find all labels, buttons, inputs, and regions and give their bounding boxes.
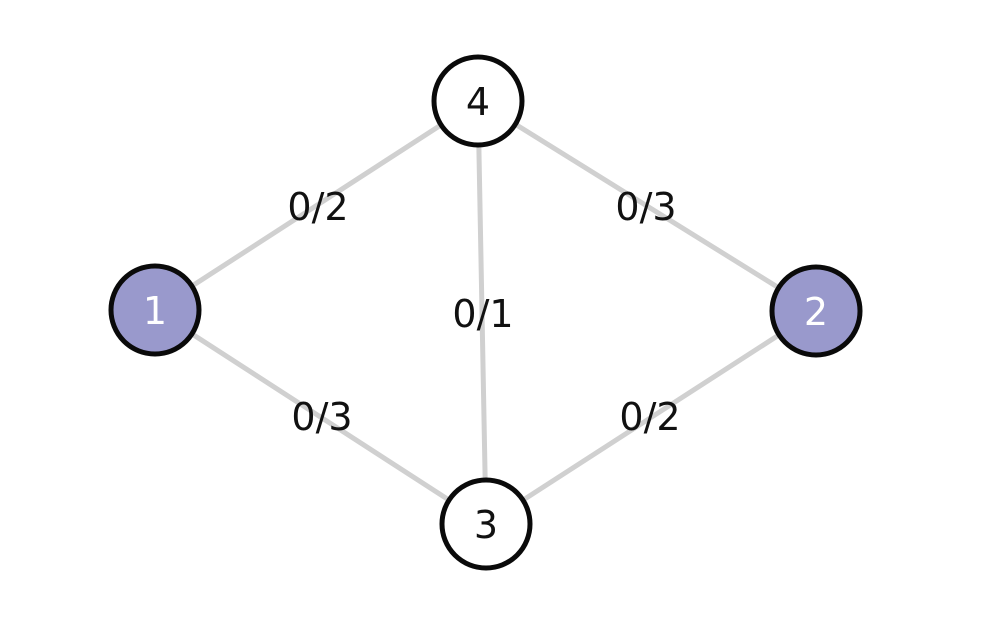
node-circle-1 xyxy=(108,263,202,357)
node-label-1: 1 xyxy=(143,289,167,333)
edge-label-4-2: 0/3 xyxy=(615,185,676,229)
node-2: 2 xyxy=(769,264,863,358)
node-circle-4 xyxy=(431,54,525,148)
node-label-2: 2 xyxy=(804,290,828,334)
node-3: 3 xyxy=(439,477,533,571)
edge-label-4-3: 0/1 xyxy=(452,292,513,336)
edge-4-3 xyxy=(475,98,489,527)
edge-label-1-3: 0/3 xyxy=(291,395,352,439)
edge-labels-layer: 0/2 0/3 0/1 0/3 0/2 xyxy=(287,185,680,439)
node-circle-3 xyxy=(439,477,533,571)
edge-1-4 xyxy=(152,98,481,313)
node-label-4: 4 xyxy=(466,80,490,124)
edge-3-2 xyxy=(483,308,819,527)
edge-label-3-2: 0/2 xyxy=(619,395,680,439)
node-1: 1 xyxy=(108,263,202,357)
node-label-3: 3 xyxy=(474,503,498,547)
node-circle-2 xyxy=(769,264,863,358)
edge-label-1-4: 0/2 xyxy=(287,185,348,229)
edges-layer xyxy=(152,98,819,527)
nodes-layer: 1 2 3 4 xyxy=(108,54,863,571)
edge-1-3 xyxy=(152,307,489,527)
node-4: 4 xyxy=(431,54,525,148)
edge-4-2 xyxy=(475,98,819,314)
